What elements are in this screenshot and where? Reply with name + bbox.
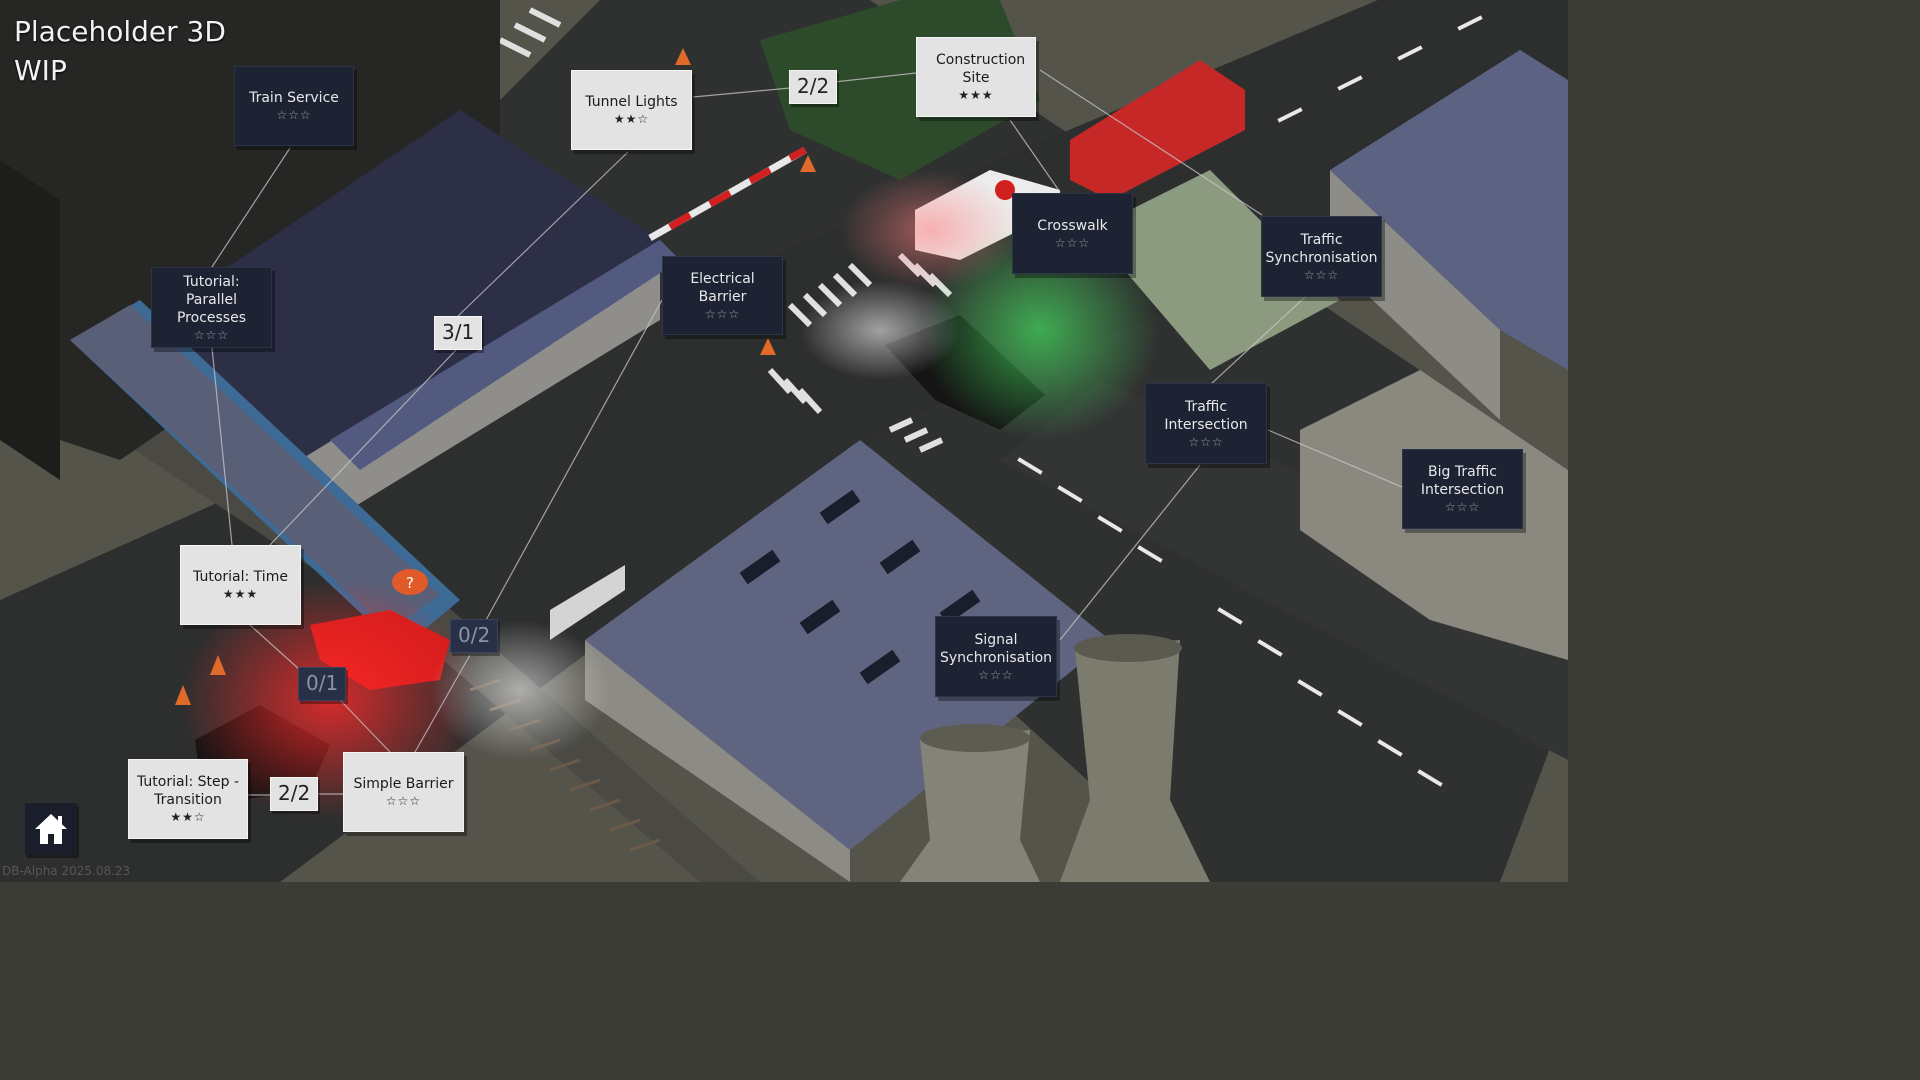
title-line-1: Placeholder 3D	[14, 15, 226, 48]
progress-badge: 0/1	[298, 667, 347, 701]
building-right-roof	[1330, 50, 1568, 370]
level-tunnel-lights[interactable]: Tunnel Lights ★★☆	[571, 70, 692, 150]
progress-badge: 3/1	[434, 316, 483, 350]
fire-truck	[1070, 60, 1245, 200]
level-name: Tutorial: Step - Transition	[136, 774, 239, 808]
home-button[interactable]	[25, 803, 77, 855]
barrier-arm	[648, 146, 807, 242]
level-crosswalk[interactable]: Crosswalk ☆☆☆	[1012, 193, 1133, 274]
building-dark-left-side	[0, 160, 60, 480]
level-signal-synchronisation[interactable]: Signal Synchronisation ☆☆☆	[935, 616, 1057, 697]
level-stars: ☆☆☆	[1303, 267, 1340, 282]
level-name: Tunnel Lights	[585, 94, 678, 110]
level-name: Simple Barrier	[353, 776, 454, 792]
level-tutorial-step-transition[interactable]: Tutorial: Step - Transition ★★☆	[128, 759, 248, 839]
level-traffic-intersection[interactable]: Traffic Intersection ☆☆☆	[1145, 383, 1267, 464]
warehouse-wall-center	[585, 640, 850, 882]
level-tutorial-time[interactable]: Tutorial: Time ★★★	[180, 545, 301, 625]
level-stars: ★★★	[958, 88, 994, 102]
question-mark: ?	[406, 574, 414, 592]
level-name: Tutorial: Time	[193, 569, 288, 585]
title-line-2: WIP	[14, 54, 67, 87]
level-name: Crosswalk	[1037, 217, 1108, 234]
road-main	[420, 0, 1568, 882]
city-scene: ?	[0, 0, 1568, 882]
progress-badge: 2/2	[789, 70, 838, 104]
level-construction-site[interactable]: Construction Site ★★★	[916, 37, 1036, 117]
warehouse-roof-left	[120, 110, 660, 460]
level-name: Electrical Barrier	[690, 270, 755, 305]
scene-question-marker: ?	[392, 569, 428, 595]
level-name: Traffic Intersection	[1164, 398, 1248, 433]
level-stars: ☆☆☆	[385, 794, 422, 808]
page-title: Placeholder 3D WIP	[14, 12, 226, 90]
build-label: DB-Alpha 2025.08.23	[2, 864, 131, 878]
level-name: Signal Synchronisation	[939, 631, 1053, 666]
level-name: Tutorial: Parallel Processes	[176, 273, 246, 326]
level-stars: ★★☆	[613, 112, 650, 126]
level-big-traffic-intersection[interactable]: Big Traffic Intersection ☆☆☆	[1402, 449, 1523, 529]
warehouse-skylights	[739, 489, 981, 685]
barrier-fence	[550, 565, 625, 640]
level-name: Construction Site	[936, 52, 1026, 86]
level-name: Train Service	[249, 90, 339, 106]
level-stars: ☆☆☆	[704, 306, 741, 321]
level-name: Traffic Synchronisation	[1265, 231, 1378, 266]
building-green	[1090, 170, 1340, 370]
home-icon	[35, 814, 67, 844]
level-stars: ☆☆☆	[1444, 500, 1481, 514]
train-roof	[70, 305, 440, 630]
level-train-service[interactable]: Train Service ☆☆☆	[234, 66, 354, 146]
level-traffic-synchronisation[interactable]: Traffic Synchronisation ☆☆☆	[1261, 216, 1382, 297]
level-stars: ★★☆	[170, 810, 206, 824]
level-stars: ☆☆☆	[276, 108, 312, 122]
cooling-towers	[900, 634, 1210, 882]
warehouse-roof-center	[585, 440, 1110, 850]
level-stars: ☆☆☆	[1188, 434, 1224, 449]
warehouse-roof-left-right	[330, 240, 680, 470]
level-name: Big Traffic Intersection	[1420, 464, 1505, 498]
level-stars: ☆☆☆	[1054, 235, 1091, 250]
road-right	[1000, 380, 1568, 760]
level-stars: ★★★	[222, 587, 259, 601]
level-tutorial-parallel-processes[interactable]: Tutorial: Parallel Processes ☆☆☆	[151, 267, 272, 348]
progress-badge: 2/2	[270, 777, 319, 811]
traffic-cones	[175, 48, 816, 705]
level-electrical-barrier[interactable]: Electrical Barrier ☆☆☆	[662, 256, 783, 335]
level-stars: ☆☆☆	[978, 667, 1014, 682]
progress-badge: 0/2	[450, 619, 499, 653]
connector-lines	[209, 69, 1403, 796]
level-stars: ☆☆☆	[193, 327, 230, 342]
level-simple-barrier[interactable]: Simple Barrier ☆☆☆	[343, 752, 464, 832]
lane-dashes	[1017, 15, 1483, 787]
